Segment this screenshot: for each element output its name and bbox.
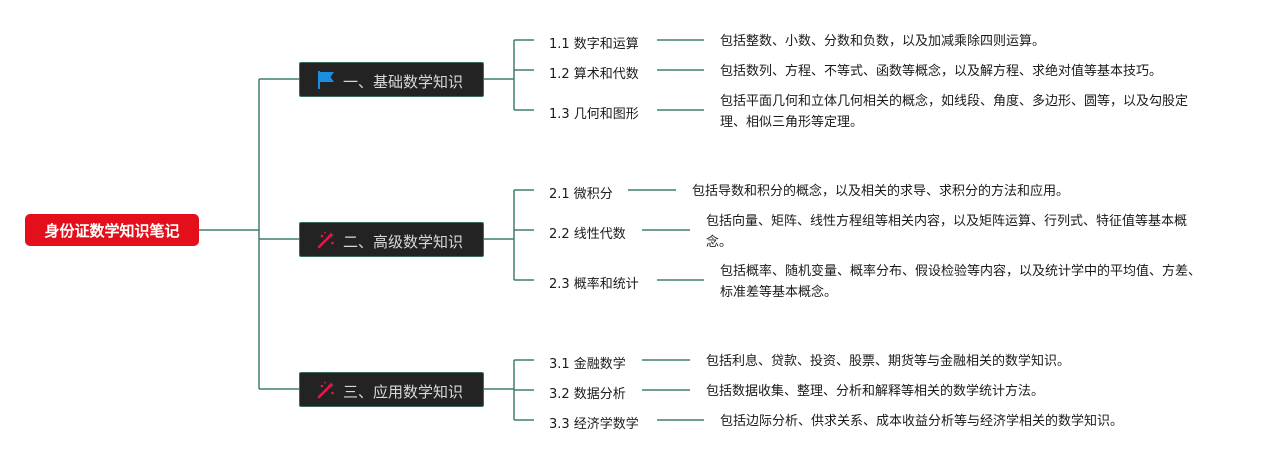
magic-wand-icon [316,380,336,400]
leaf-description: 包括整数、小数、分数和负数，以及加减乘除四则运算。 [720,34,1046,49]
branch-node-applied[interactable]: 三、应用数学知识 [299,372,484,407]
leaf-node[interactable]: 1.1 数字和运算 [549,37,639,52]
leaf-node[interactable]: 1.2 算术和代数 [549,67,639,82]
root-label: 身份证数学知识笔记 [44,221,180,240]
leaf-node[interactable]: 3.2 数据分析 [549,387,626,402]
leaf-description: 包括边际分析、供求关系、成本收益分析等与经济学相关的数学知识。 [720,414,1124,429]
leaf-node[interactable]: 3.3 经济学数学 [549,417,639,432]
branch-label: 一、基础数学知识 [343,73,464,91]
branch-label: 二、高级数学知识 [343,233,464,251]
leaf-description: 包括概率、随机变量、概率分布、假设检验等内容，以及统计学中的平均值、方差、标准差… [720,264,1202,300]
leaf-description: 包括数据收集、整理、分析和解释等相关的数学统计方法。 [706,384,1045,399]
leaf-description: 包括平面几何和立体几何相关的概念，如线段、角度、多边形、圆等，以及勾股定理、相似… [720,94,1189,130]
leaf-description: 包括导数和积分的概念，以及相关的求导、求积分的方法和应用。 [692,184,1070,199]
leaf-node[interactable]: 1.3 几何和图形 [549,107,639,122]
leaf-description: 包括利息、贷款、投资、股票、期货等与金融相关的数学知识。 [706,354,1071,369]
leaf-node[interactable]: 2.2 线性代数 [549,227,626,242]
flag-icon [316,70,336,90]
magic-wand-icon [316,230,336,250]
root-node[interactable]: 身份证数学知识笔记 [25,214,199,246]
branch-node-basic[interactable]: 一、基础数学知识 [299,62,484,97]
leaf-node[interactable]: 2.1 微积分 [549,187,613,202]
branch-label: 三、应用数学知识 [343,383,464,401]
leaf-node[interactable]: 3.1 金融数学 [549,357,626,372]
branch-node-advanced[interactable]: 二、高级数学知识 [299,222,484,257]
leaf-description: 包括向量、矩阵、线性方程组等相关内容，以及矩阵运算、行列式、特征值等基本概念。 [706,214,1188,250]
leaf-description: 包括数列、方程、不等式、函数等概念，以及解方程、求绝对值等基本技巧。 [720,64,1163,79]
leaf-node[interactable]: 2.3 概率和统计 [549,277,639,292]
